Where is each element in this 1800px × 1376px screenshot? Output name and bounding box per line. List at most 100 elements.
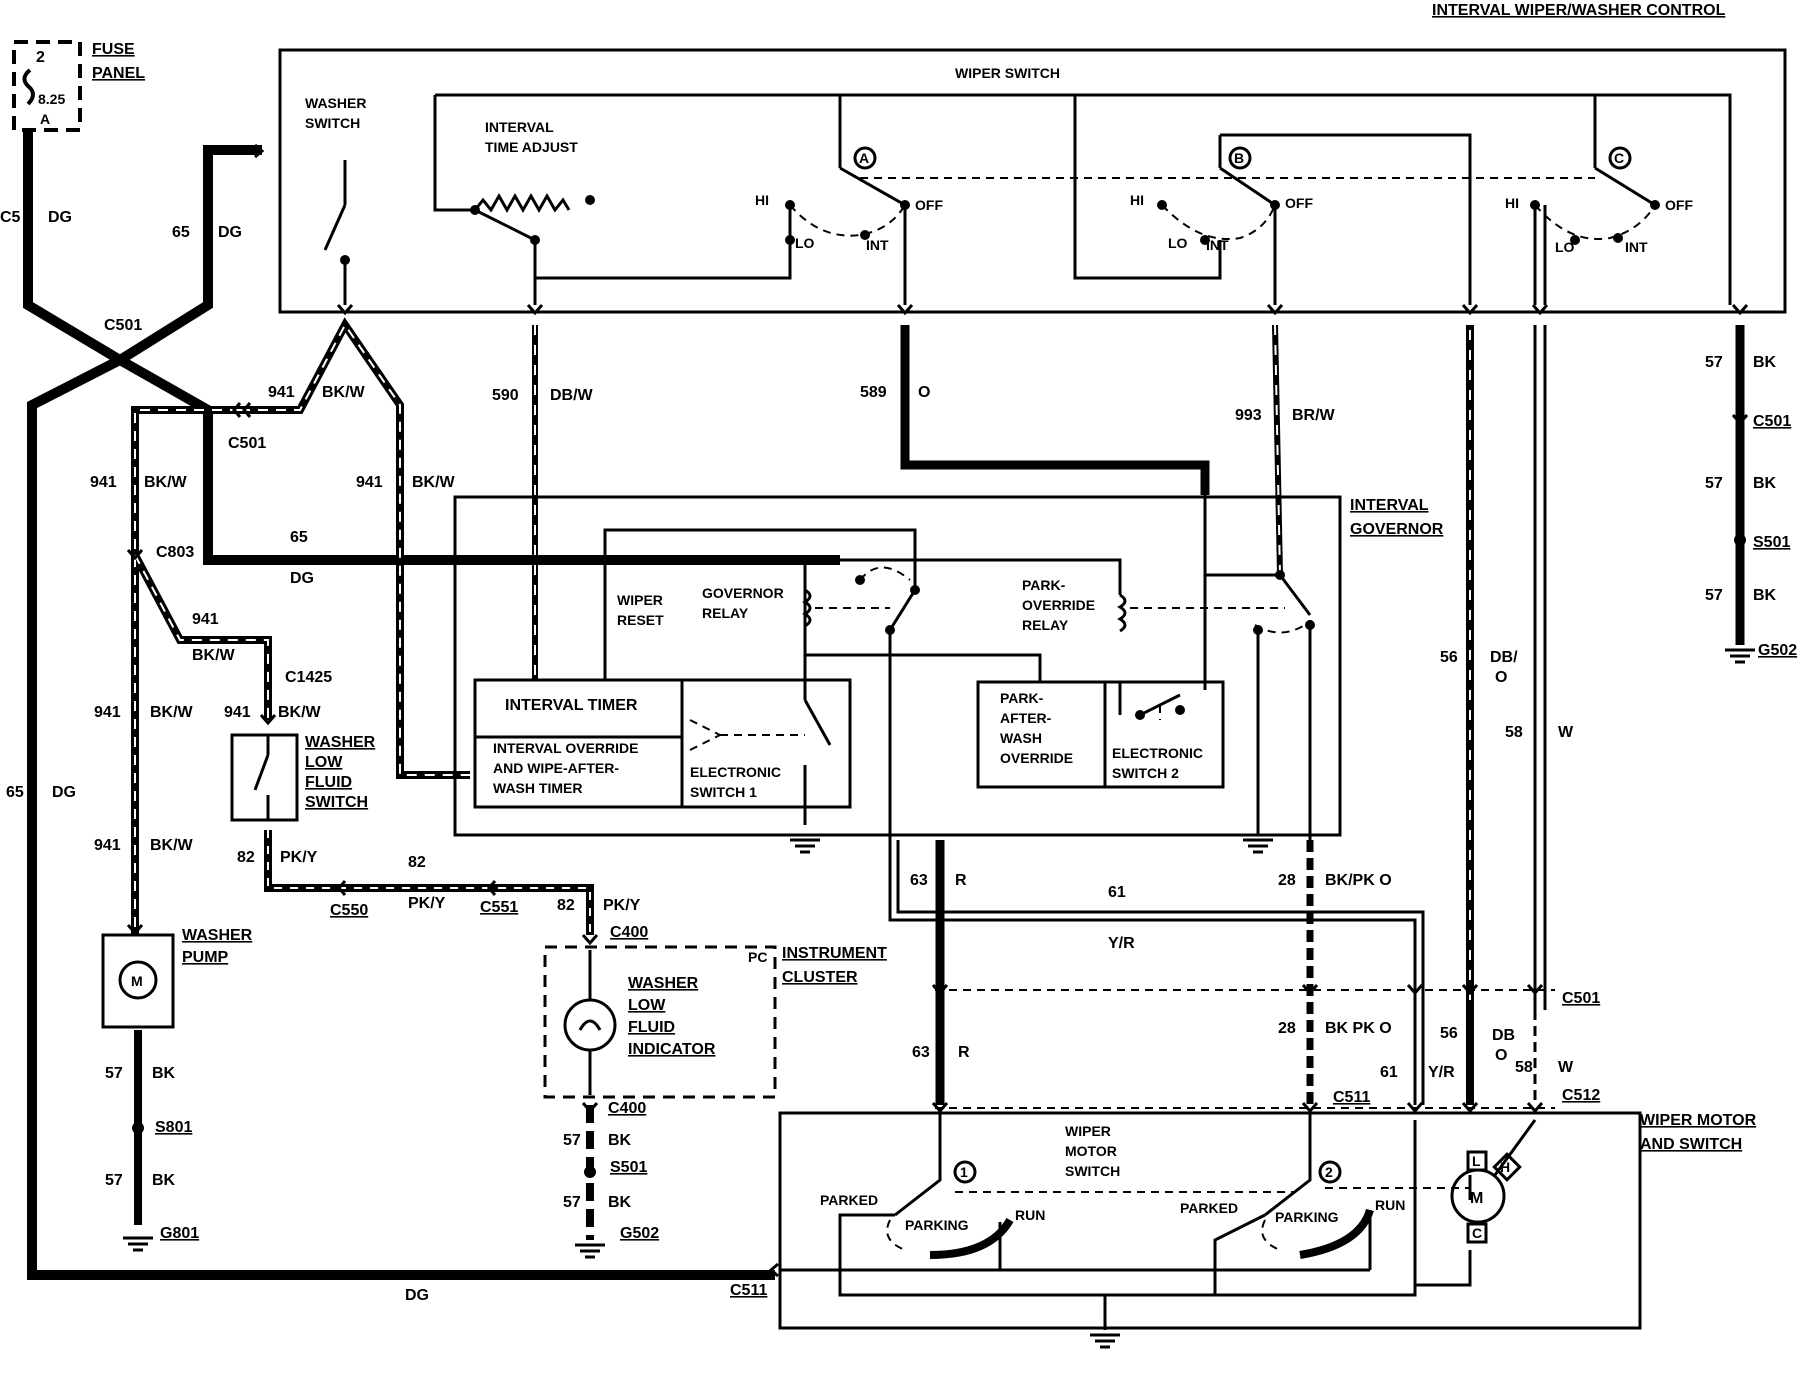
wire-code-941-b: 941 [90,474,117,491]
harness-wire-stripe [534,324,1471,1005]
pump-motor-icon [118,960,158,1000]
lower-wires [888,840,1537,1105]
interval-governor-box [453,495,1342,837]
fuse-number: 2 [36,49,45,66]
parking-label-1: PARKING [905,1217,969,1233]
wire-color-pky-b: PK/Y [408,895,446,912]
bkw-stripe [134,323,470,935]
motor-terminal-c: C [1472,1225,1482,1241]
connector-c1425: C1425 [285,669,332,686]
motor-terminal-l: L [1472,1153,1481,1169]
wire-color-bkpko-a: BK/PK O [1325,872,1392,889]
wire-code-65-a: 65 [172,224,190,241]
wire-code-58-b: 58 [1515,1059,1533,1076]
wire-color-bk-g: BK [152,1172,176,1189]
wire-color-bkw-a: BK/W [322,384,366,401]
wire-color-dbw: DB/W [550,387,594,404]
wire-color-dg-3: DG [290,570,314,587]
governor-contacts [855,570,1315,720]
park-after-wash-label-3: WASH [1000,730,1042,746]
wire-code-82-c: 82 [557,897,575,914]
switch-linkage [789,177,1656,240]
connector-c511-a: C511 [1333,1089,1370,1106]
pos-int-c: INT [1625,239,1648,255]
wire-code-58-a: 58 [1505,724,1523,741]
wiper-switch-label: WIPER SWITCH [955,65,1060,81]
wire-code-57-c: 57 [1705,587,1723,604]
motor-terminal-h: H [1500,1159,1510,1175]
switch-marker-b: B [1234,150,1244,166]
wire-code-57-f: 57 [105,1065,123,1082]
wire-color-bk-c: BK [1753,587,1777,604]
connector-c501-c: C501 [1753,413,1791,430]
washer-low-fluid-indicator-label: WASHER [628,975,699,992]
splice-s501-dot-2 [584,1166,596,1178]
parked-label-2: PARKED [1180,1200,1238,1216]
washer-pump-label-2: PUMP [182,949,229,966]
wire-code-28-a: 28 [1278,872,1296,889]
switch-marker-icons [853,146,1632,170]
indicator-lamp-icon [563,950,617,1095]
fuse-label-2: PANEL [92,65,145,82]
wire-code-28-b: 28 [1278,1020,1296,1037]
washer-low-fluid-switch-label-2: LOW [305,754,343,771]
wiper-motor-switch-label-3: SWITCH [1065,1163,1120,1179]
wire-color-db: DB [1492,1027,1515,1044]
wire-code-941-e: 941 [94,704,121,721]
connector-c511-b: C511 [730,1282,767,1299]
wire-color-yr-a: Y/R [1108,935,1135,952]
washer-low-fluid-indicator-label-4: INDICATOR [628,1041,716,1058]
fuse-rating: 8.25 [38,91,65,107]
wire-code-941-d: 941 [192,611,219,628]
fuse-unit: A [40,111,50,127]
interval-timer-label: INTERVAL TIMER [505,697,638,714]
electronic-switch2-label: ELECTRONIC [1112,745,1203,761]
wire-color-pky-c: PK/Y [603,897,641,914]
wiper-motor-and-switch-label: WIPER MOTOR [1640,1112,1757,1129]
wire-code-589: 589 [860,384,887,401]
connector-c501-a: C501 [104,317,142,334]
wire-code-57-e: 57 [563,1194,581,1211]
pky-stripe [267,830,591,935]
wire-color-dbo: DB/ [1490,649,1518,666]
wire-color-dg-4: DG [52,784,76,801]
ground-g801: G801 [160,1225,199,1242]
interval-override-label-3: WASH TIMER [493,780,582,796]
wire-code-61-a: 61 [1108,884,1126,901]
wire-color-brw: BR/W [1292,407,1336,424]
dg-wire [23,130,840,1280]
pos-hi-a: HI [755,192,769,208]
wiper-motor-switch-label: WIPER [1065,1123,1111,1139]
wire-color-w-a: W [1558,724,1574,741]
wire-code-65-b: 65 [290,529,308,546]
governor-relay-label-2: RELAY [702,605,749,621]
ground-icon [123,1236,153,1252]
splice-s801-dot [132,1122,144,1134]
wire-code-941-a: 941 [268,384,295,401]
washer-pump-label: WASHER [182,927,253,944]
wiper-motor-switch-label-2: MOTOR [1065,1143,1117,1159]
wire-code-05: C5 [0,209,21,226]
governor-relay-label: GOVERNOR [702,585,784,601]
wiper-motor-icon [1450,1150,1522,1244]
ground-icon [1725,648,1755,664]
wire-code-57-a: 57 [1705,354,1723,371]
washer-switch-label: WASHER [305,95,366,111]
fuse-label: FUSE [92,41,135,58]
connector-c550: C550 [330,902,368,919]
interval-governor-label: INTERVAL [1350,497,1429,514]
ground-icon [1090,1333,1120,1349]
splice-s801: S801 [155,1119,192,1136]
ground-g502-b: G502 [620,1225,659,1242]
pos-int-a: INT [866,237,889,253]
parking-label-2: PARKING [1275,1209,1339,1225]
washer-low-fluid-switch-label-4: SWITCH [305,794,368,811]
wire-code-57-d: 57 [563,1132,581,1149]
wire-color-bk-d: BK [608,1132,632,1149]
wire-code-56-b: 56 [1440,1025,1458,1042]
wiper-motor-m: M [1470,1190,1483,1207]
washer-switch-label-2: SWITCH [305,115,360,131]
connector-c803: C803 [156,544,194,561]
splice-s501-dot [1734,534,1746,546]
